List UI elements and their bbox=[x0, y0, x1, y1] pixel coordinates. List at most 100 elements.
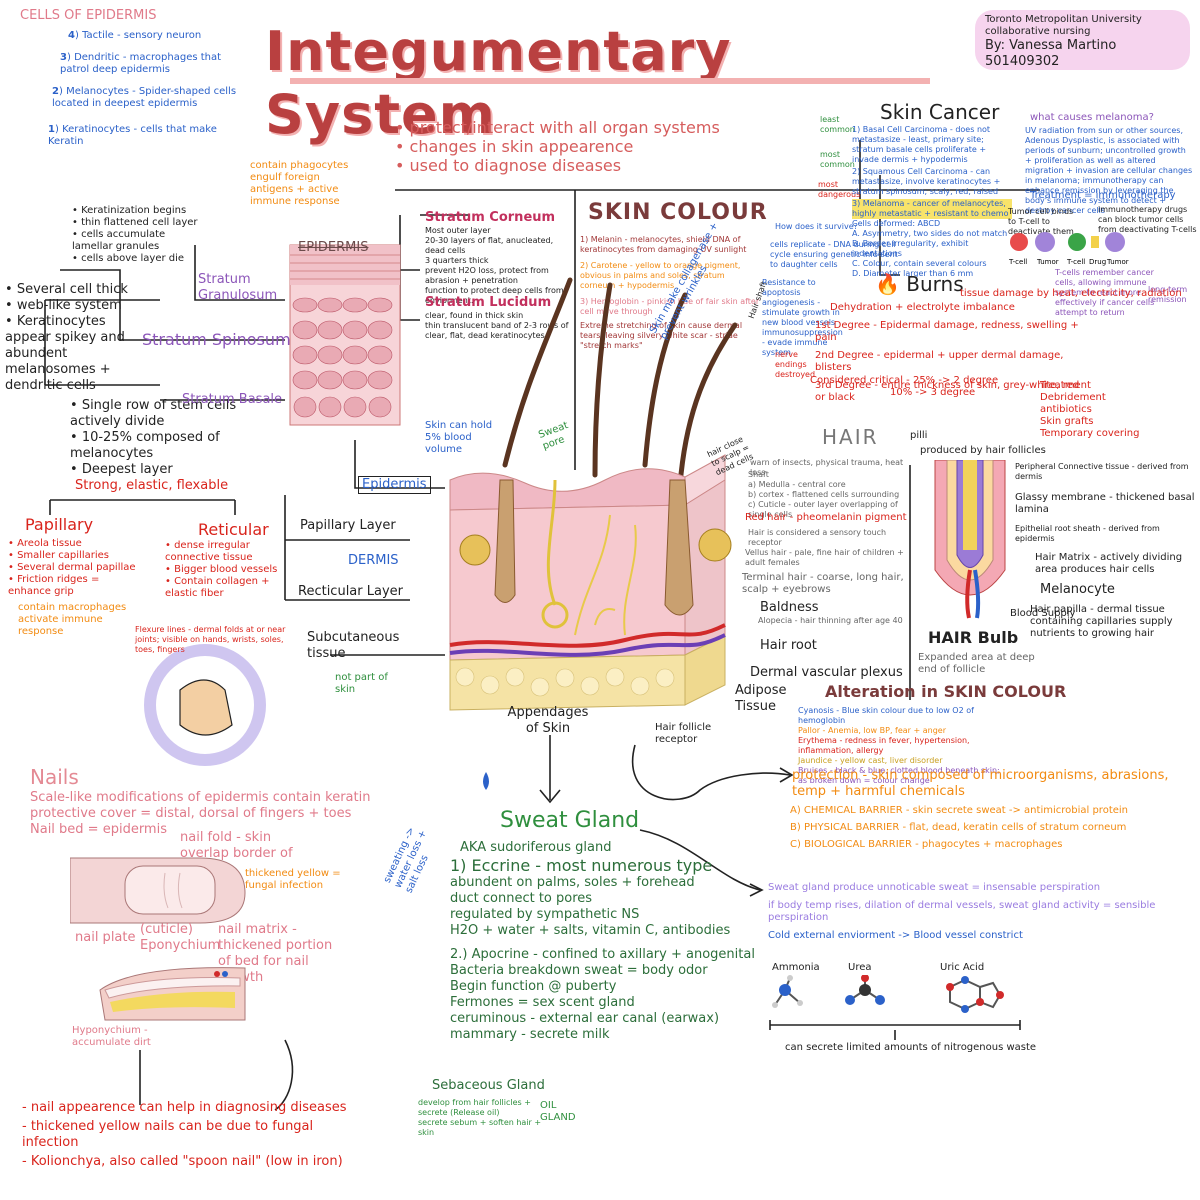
terminal-note: Terminal hair - coarse, long hair, scalp… bbox=[742, 572, 904, 595]
baldness-label: Baldness bbox=[760, 600, 819, 615]
function-item: • used to diagnose diseases bbox=[395, 156, 622, 175]
cell-desc: cells that make Keratin bbox=[48, 124, 217, 147]
nail-fact: Nail bed = epidermis bbox=[30, 822, 167, 837]
skin-cancer-label: Skin Cancer bbox=[880, 100, 1000, 124]
cell-desc: sensory neuron bbox=[123, 30, 202, 41]
melanoma-answer: UV radiation from sun or other sources, … bbox=[1025, 126, 1193, 215]
sensory-note: Hair is considered a sensory touch recep… bbox=[748, 528, 887, 547]
critical-item: Considered critical - 25% -> 2 degree bbox=[810, 375, 999, 386]
bulb-label-item: Epithelial root sheath - derived from ep… bbox=[1015, 524, 1160, 543]
bulb-title: HAIR Bulb bbox=[928, 628, 1019, 647]
tcell-label: T-cell bbox=[1066, 258, 1085, 266]
colour-item: 3) Hemoglobin - pinkish hue of fair skin… bbox=[580, 297, 760, 316]
cell-item: 2) Melanocytes - Spider-shaped cells loc… bbox=[52, 86, 237, 109]
cells-header: CELLS OF EPIDERMIS bbox=[20, 8, 157, 23]
lucidum-label: Stratum Lucidum bbox=[425, 295, 552, 310]
dermis-label: DERMIS bbox=[348, 553, 399, 568]
reticular-layer-label: Recticular Layer bbox=[298, 584, 403, 599]
skin-colour-items: 1) Melanin - melanocytes, shield DNA of … bbox=[580, 235, 760, 351]
tcell-icon bbox=[1068, 233, 1086, 251]
cancer-tag: most common bbox=[820, 150, 855, 169]
molecule-illustration bbox=[772, 975, 1004, 1013]
nails-facts: Scale-like modifications of epidermis co… bbox=[30, 790, 410, 838]
functions-list: • protect/interact with all organ system… bbox=[395, 118, 775, 175]
fact-item: prevent H2O loss, protect from abrasion … bbox=[425, 266, 549, 285]
fact-item: • Friction ridges = enhance grip bbox=[8, 574, 100, 597]
lucidum-block: Stratum Lucidum clear, found in thick sk… bbox=[425, 295, 570, 341]
cell-num: 2 bbox=[52, 86, 59, 97]
bulb-label-item: Glassy membrane - thickened basal lamina bbox=[1015, 492, 1195, 515]
bulb-label-item: Peripheral Connective tissue - derived f… bbox=[1015, 462, 1189, 481]
treatment-label: Treatment bbox=[1040, 380, 1091, 391]
fact-item: • dense irregular connective tissue bbox=[165, 540, 253, 563]
hair-why: warn of insects, physical trauma, heat l… bbox=[750, 458, 904, 477]
nerve-note: nerve endings destroyed bbox=[775, 350, 816, 379]
corneum-block: Stratum Corneum Most outer layer 20-30 l… bbox=[425, 210, 570, 306]
treatment-item: Skin grafts bbox=[1040, 416, 1094, 427]
fact-item: • web-like system bbox=[5, 298, 122, 313]
cell-num: 1 bbox=[48, 124, 55, 135]
survive-question: How does it survive? bbox=[775, 222, 858, 231]
part-item: b) cortex - flattened cells surrounding bbox=[748, 490, 900, 499]
apocrine-fact: Fermones = sex scent gland bbox=[450, 995, 635, 1010]
burns-effect: Dehydration + electrolyte imbalance bbox=[830, 302, 1015, 313]
cell-name: Melanocytes bbox=[66, 86, 129, 97]
basale-label: Stratum Basale bbox=[182, 392, 283, 407]
fact-item: • Contain collagen + elastic fiber bbox=[165, 576, 270, 599]
produced-note: produced by hair follicles bbox=[920, 445, 1046, 456]
title-underline bbox=[290, 78, 930, 84]
cancer-item: C. Colour, contain several colours bbox=[852, 259, 987, 268]
degree-item: 2nd Degree - epidermal + upper dermal da… bbox=[815, 350, 1064, 373]
red-hair-note: Red hair - pheomelanin pigment bbox=[745, 512, 907, 523]
cancer-item: 1) Basal Cell Carcinoma - does not metas… bbox=[852, 125, 991, 164]
nails-label: Nails bbox=[30, 765, 79, 789]
macrophages-note: contain macrophages activate immune resp… bbox=[18, 602, 127, 637]
cell-desc: macrophages that patrol deep epidermis bbox=[60, 52, 222, 75]
remission-note: long-term remission bbox=[1148, 285, 1188, 304]
nail-plate-label: nail plate bbox=[75, 930, 136, 945]
drug-note: immunotherapy drugs can block tumor cell… bbox=[1098, 205, 1197, 234]
insensible-note: Sweat gland produce unnoticable sweat = … bbox=[768, 882, 1101, 893]
reticular-facts: • dense irregular connective tissue • Bi… bbox=[165, 540, 290, 600]
tcell-label: Tumor bbox=[1106, 258, 1129, 266]
part-item: a) Medulla - central core bbox=[748, 480, 846, 489]
follicle-receptor-label: Hair follicle receptor bbox=[655, 722, 712, 745]
granulosum-facts: • Keratinization begins • thin flattened… bbox=[72, 205, 202, 265]
oil-gland-note: OIL GLAND bbox=[540, 1100, 576, 1123]
cell-num: 3 bbox=[60, 52, 67, 63]
sweat-aka: AKA sudoriferous gland bbox=[460, 840, 612, 855]
melanoma-question: what causes melanoma? bbox=[1030, 112, 1154, 123]
ceruminous-note: ceruminous - external ear canal (earwax) bbox=[450, 1011, 720, 1026]
alopecia-note: Alopecia - hair thinning after age 40 bbox=[758, 616, 903, 625]
finger-illustration bbox=[70, 857, 246, 924]
not-part-note: not part of skin bbox=[335, 672, 388, 695]
tumor-icon bbox=[1105, 232, 1125, 252]
cell-item: 1) Keratinocytes - cells that make Kerat… bbox=[48, 124, 217, 147]
replicate-note: cells replicate - DNA during cell cycle … bbox=[770, 240, 898, 269]
cancer-item: 2) Squamous Cell Carcinoma - can metasta… bbox=[852, 167, 1001, 196]
cell-item: 3) Dendritic - macrophages that patrol d… bbox=[60, 52, 222, 75]
burns-desc: tissue damage by heat, electricity, radi… bbox=[960, 288, 1182, 299]
tcell-note: Tumor cell binds to T-cell to deactivate… bbox=[1008, 207, 1074, 236]
resistance-item: immunosuppression - evade immune system bbox=[762, 328, 843, 357]
sebaceous-fact: develop from hair follicles + secrete (R… bbox=[418, 1098, 531, 1117]
colour-change-item: Cyanosis - Blue skin colour due to low O… bbox=[798, 706, 974, 725]
tcell-label: Drug bbox=[1089, 258, 1106, 266]
treatment-immuno: Treatment = immunotherapy bbox=[1030, 190, 1176, 201]
colour-change-item: Jaundice - yellow cast, liver disorder bbox=[798, 756, 943, 765]
degree-item: 3rd Degree - entire thickness of skin, g… bbox=[815, 380, 1080, 403]
eccrine-label: 1) Eccrine - most numerous type bbox=[450, 856, 713, 875]
fact-item: 20-30 layers of flat, anucleated, dead c… bbox=[425, 236, 554, 255]
bulb-label-item: Hair Matrix - actively dividing area pro… bbox=[1035, 552, 1183, 575]
skin-colour-label: SKIN COLOUR bbox=[588, 200, 768, 225]
nail-fact: Scale-like modifications of epidermis co… bbox=[30, 790, 371, 805]
barrier-item: A) CHEMICAL BARRIER - skin secrete sweat… bbox=[790, 805, 1129, 816]
fact-item: • cells above layer die bbox=[72, 253, 185, 264]
adipose-label: Adipose Tissue bbox=[735, 683, 787, 714]
flexure-note: Flexure lines - dermal folds at or near … bbox=[135, 625, 286, 654]
yellow-note: thickened yellow = fungal infection bbox=[245, 868, 341, 891]
sebaceous-label: Sebaceous Gland bbox=[432, 1078, 545, 1093]
cancer-tag: least common bbox=[820, 115, 855, 134]
fact-item: • 10-25% composed of melanocytes bbox=[70, 430, 220, 461]
eccrine-fact: regulated by sympathetic NS bbox=[450, 907, 640, 922]
